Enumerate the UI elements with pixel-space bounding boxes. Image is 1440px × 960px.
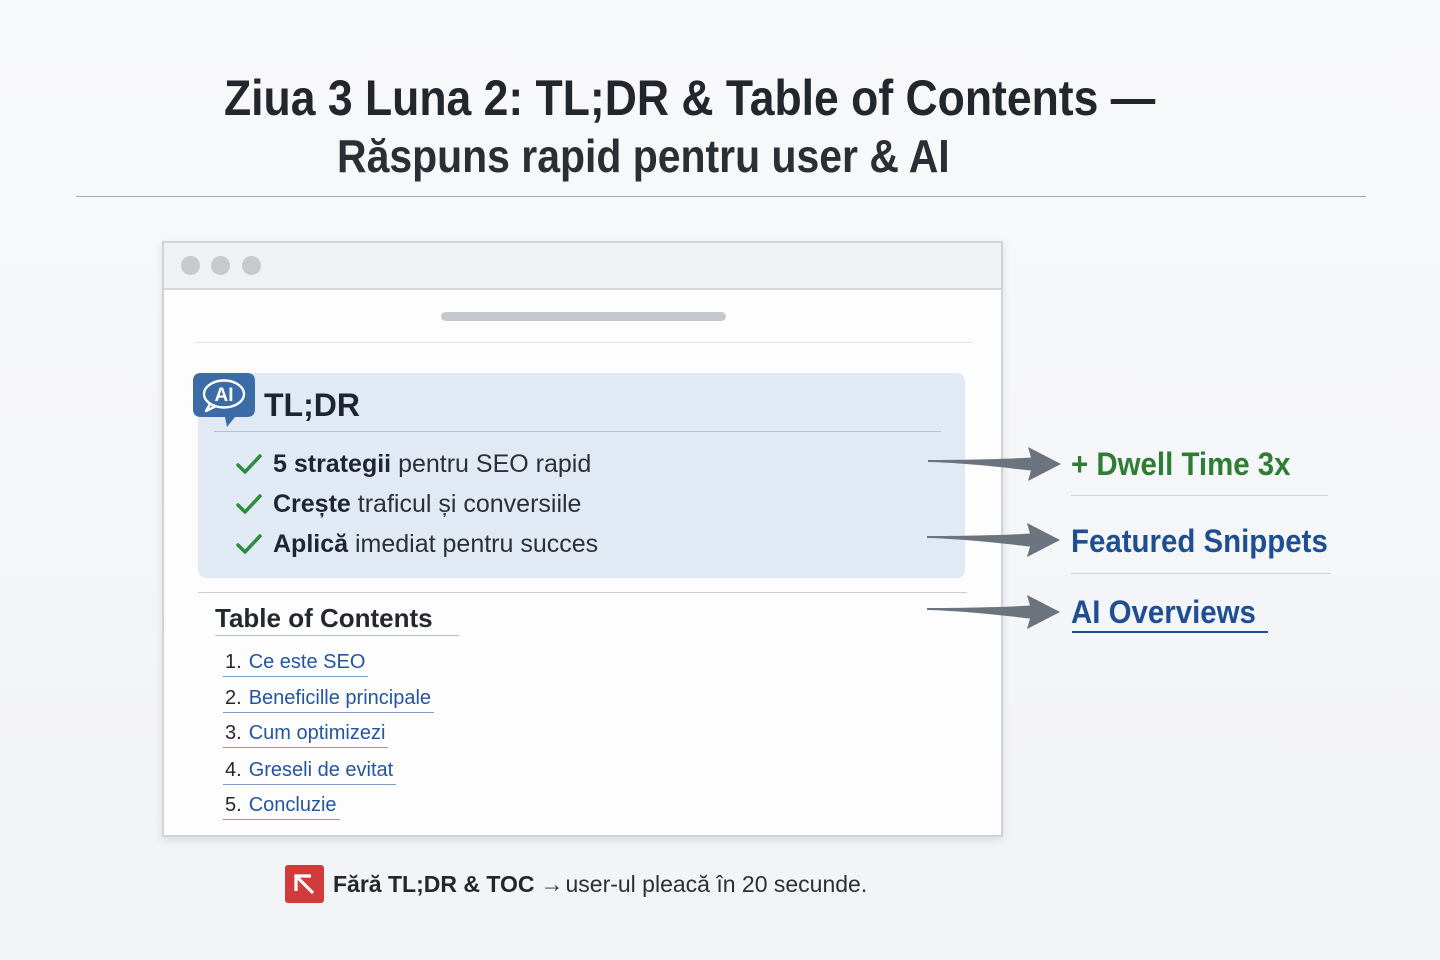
toc-item-label[interactable]: Cum optimizezi xyxy=(248,722,386,744)
section-divider xyxy=(198,592,967,593)
arrow-up-left-icon xyxy=(285,865,324,903)
tldr-divider xyxy=(214,431,941,432)
tldr-item: Aplică imediat pentru succes xyxy=(235,524,935,564)
toc-item-label[interactable]: Ce este SEO xyxy=(248,651,366,673)
footer-note-text: user-ul pleacă în 20 secunde. xyxy=(565,871,868,897)
window-close-dot xyxy=(181,256,200,275)
browser-window: TL;DR 5 strategii pentru SEO rapid Creșt… xyxy=(162,241,1003,837)
toc-item-number: 4. xyxy=(225,759,242,781)
checkmark-icon xyxy=(236,454,262,474)
toc-item-number: 5. xyxy=(225,794,242,816)
toc-link[interactable]: 2. Beneficille principale xyxy=(223,685,435,713)
arrow-right-icon xyxy=(928,447,1061,481)
toc-heading: Table of Contents xyxy=(215,603,433,633)
checkmark-icon xyxy=(236,534,262,554)
toc-heading-underline xyxy=(215,635,459,636)
title-divider xyxy=(76,196,1366,197)
benefit-dwell-time: + Dwell Time 3x xyxy=(1071,446,1291,482)
checkmark-icon xyxy=(236,494,262,514)
toc-item-number: 3. xyxy=(225,722,242,744)
tldr-item-highlight: Aplică xyxy=(273,530,349,558)
benefit-divider xyxy=(1071,573,1331,574)
tldr-item-line: 5 strategii pentru SEO rapid xyxy=(273,444,591,484)
footer-note-highlight: Fără TL;DR & TOC xyxy=(333,871,535,897)
ai-icon-label: AI xyxy=(215,385,234,406)
page-title: Ziua 3 Luna 2: TL;DR & Table of Contents… xyxy=(224,70,1156,126)
tldr-item-text: traficul și conversiile xyxy=(357,490,582,518)
toc-link[interactable]: 1. Ce este SEO xyxy=(223,649,369,677)
toc-item-number: 2. xyxy=(225,687,242,709)
toc-link[interactable]: 3. Cum optimizezi xyxy=(223,720,389,748)
tldr-item-line: Aplică imediat pentru succes xyxy=(273,524,598,564)
toc-item-label[interactable]: Concluzie xyxy=(248,794,337,816)
address-bar-placeholder xyxy=(441,312,726,321)
tldr-item-highlight: Crește xyxy=(273,490,351,518)
browser-titlebar xyxy=(164,243,1001,290)
toc-link[interactable]: 5. Concluzie xyxy=(223,792,340,820)
benefit-divider xyxy=(1071,495,1328,496)
tldr-item-line: Crește traficul și conversiile xyxy=(273,484,581,524)
page-subtitle: Răspuns rapid pentru user & AI xyxy=(337,130,950,182)
footer-note: Fără TL;DR & TOC→user-ul pleacă în 20 se… xyxy=(333,869,867,899)
arrow-right-icon xyxy=(927,595,1060,629)
toc-item-label[interactable]: Beneficille principale xyxy=(248,687,432,709)
tldr-box: TL;DR 5 strategii pentru SEO rapid Creșt… xyxy=(198,373,965,578)
arrow-right-icon xyxy=(927,523,1060,557)
tldr-item-text: imediat pentru succes xyxy=(354,530,599,558)
tldr-heading: TL;DR xyxy=(264,387,360,423)
toc-link[interactable]: 4. Greseli de evitat xyxy=(223,757,397,785)
benefit-ai-overviews: AI Overviews xyxy=(1071,594,1256,630)
tldr-item: Crește traficul și conversiile xyxy=(235,484,935,524)
tldr-item-text: pentru SEO rapid xyxy=(398,450,592,478)
footer-arrow: → xyxy=(540,871,564,897)
window-minimize-dot xyxy=(211,256,230,275)
toc-item-number: 1. xyxy=(225,651,242,673)
ai-chat-bubble-icon: AI xyxy=(193,373,255,427)
toc-item-label[interactable]: Greseli de evitat xyxy=(248,759,394,781)
benefit-featured-snippets: Featured Snippets xyxy=(1071,523,1328,559)
tldr-item-highlight: 5 strategii xyxy=(273,450,392,478)
window-maximize-dot xyxy=(242,256,261,275)
tldr-item: 5 strategii pentru SEO rapid xyxy=(235,444,935,484)
benefit-ai-overviews-underline xyxy=(1072,631,1268,633)
content-divider xyxy=(195,342,972,343)
